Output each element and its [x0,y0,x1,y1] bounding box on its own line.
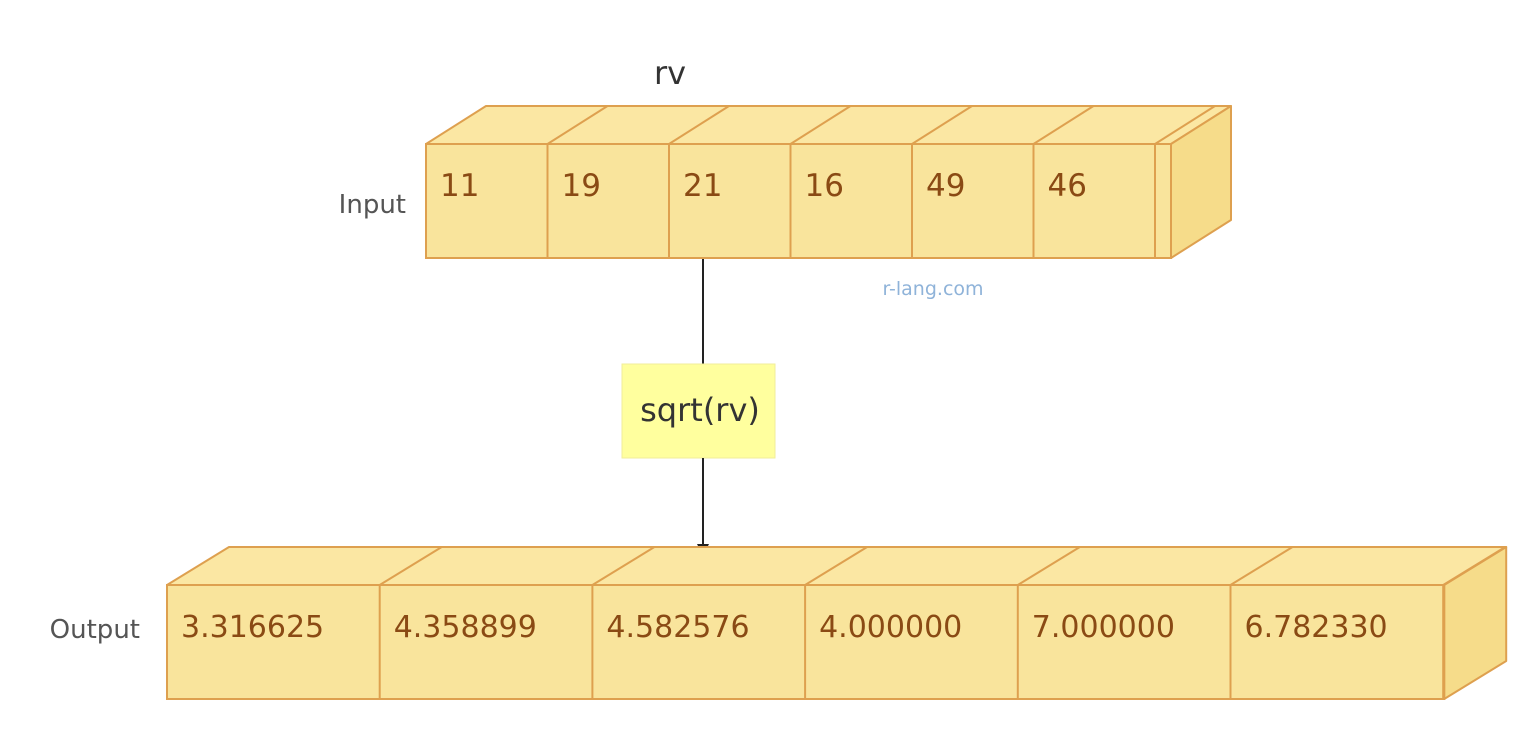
output-cell-top-divider [804,546,868,586]
input-cell-front-face [425,143,1172,259]
input-cell-top-divider [1154,105,1216,145]
function-label: sqrt(rv) [640,391,760,429]
output-cell-value: 4.582576 [606,610,749,645]
output-cell-value: 4.000000 [819,610,962,645]
input-row-label: Input [339,190,406,220]
output-row-label: Output [50,615,140,645]
output-cell-top-divider [379,546,443,586]
output-cell-value: 3.316625 [181,610,324,645]
input-cell-top-divider [546,105,609,145]
vector-title: rv [654,54,686,92]
input-cell-top-divider [911,105,973,145]
output-cell-top-divider [591,546,655,586]
input-cell-top-divider [789,105,852,145]
input-cell-value: 16 [805,168,844,204]
input-cell-value: 21 [683,168,722,204]
input-cell-value: 11 [440,168,479,204]
input-cell-value: 19 [562,168,601,204]
output-cell-value: 7.000000 [1032,610,1175,645]
input-cell-top-face [425,105,1232,145]
output-cell-value: 4.358899 [394,610,537,645]
input-vector: 11 19 21 16 49 46 [425,105,1232,259]
function-box [621,363,776,459]
output-cell-top-divider [1017,546,1081,586]
watermark-text: r-lang.com [882,278,983,300]
input-cell-value: 46 [1048,168,1087,204]
input-cell-top-divider [1032,105,1095,145]
input-cell-top-divider [668,105,730,145]
output-cell-value: 6.782330 [1245,610,1388,645]
output-cell-top-divider [1229,546,1294,586]
output-vector: 3.316625 4.358899 4.582576 4.000000 7.000000… [166,546,1508,700]
output-cell-top-divider [1442,546,1506,586]
input-cell-value: 49 [926,168,965,204]
